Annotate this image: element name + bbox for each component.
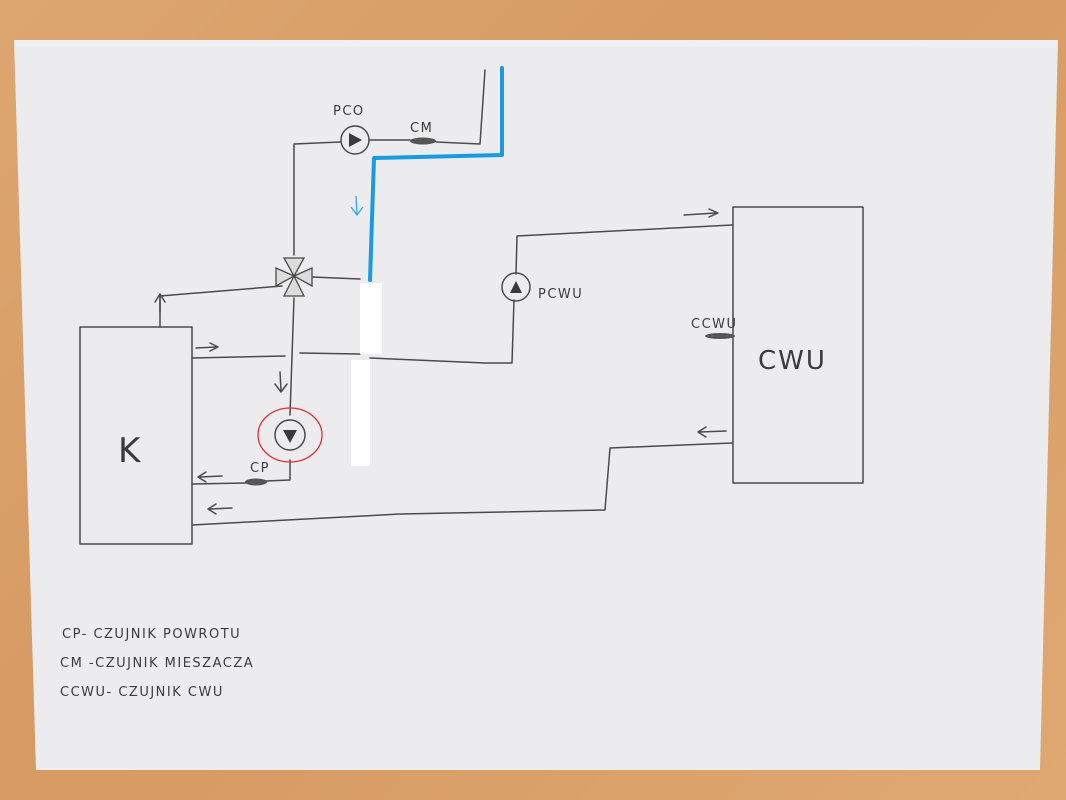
- blue-arrow-down: [350, 195, 364, 217]
- supply-arrow-up: [154, 293, 166, 313]
- redaction-bar-upper: [360, 283, 382, 354]
- label-tank: CWU: [758, 346, 827, 376]
- pump-return-circle: [274, 419, 306, 451]
- mixing-valve-icon: [275, 257, 313, 297]
- highlight-blue-line: [368, 66, 504, 282]
- label-sensor-ccwu: CCWU: [691, 317, 738, 332]
- paper-shadow: [14, 40, 1058, 48]
- legend-line-1: CP- CZUJNIK POWROTU: [62, 627, 241, 642]
- label-sensor-cp: CP: [250, 461, 270, 476]
- sensor-cm-icon: [410, 137, 436, 145]
- bottom-return-arrow: [207, 503, 233, 515]
- pump-pcwu-circle: [501, 272, 531, 302]
- return-arrow-left: [197, 471, 223, 483]
- return-pipe: [191, 459, 291, 485]
- highlight-circle: [257, 407, 323, 463]
- cwu-arrow-right: [683, 208, 719, 218]
- label-pump-pcwu: PCWU: [538, 287, 583, 302]
- pump-pco-circle: [340, 125, 370, 155]
- lower-horizontal-pipe: [369, 299, 515, 364]
- boiler-mid-pipe: [191, 352, 361, 359]
- pump-pcwu-triangle-icon: [510, 281, 522, 293]
- label-sensor-cm: CM: [410, 121, 433, 136]
- sensor-cp-icon: [245, 478, 267, 486]
- co-flow-pipe: [369, 69, 486, 145]
- cwu-return-arrow: [697, 426, 727, 438]
- cwu-supply-pipe: [515, 224, 733, 275]
- legend-line-2: CM -CZUJNIK MIESZACZA: [60, 656, 254, 671]
- cwu-return-pipe: [191, 442, 733, 526]
- redaction-bar-lower: [351, 360, 370, 466]
- cwu-tank-box: [732, 206, 864, 484]
- sensor-ccwu-icon: [705, 333, 735, 339]
- pump-pco-triangle-icon: [349, 133, 362, 147]
- paper-sheet: [14, 40, 1058, 770]
- label-pump-pco: PCO: [333, 104, 365, 119]
- co-riser-pipe: [293, 141, 341, 256]
- mid-arrow-right: [195, 342, 219, 352]
- boiler-k-box: [79, 326, 193, 545]
- pump-return-triangle-icon: [283, 430, 297, 443]
- valve-right-pipe: [311, 276, 361, 280]
- valve-down-pipe: [289, 297, 295, 416]
- flow-arrow-down: [274, 371, 288, 393]
- label-boiler: K: [118, 431, 142, 471]
- legend-line-3: CCWU- CZUJNIK CWU: [60, 685, 224, 700]
